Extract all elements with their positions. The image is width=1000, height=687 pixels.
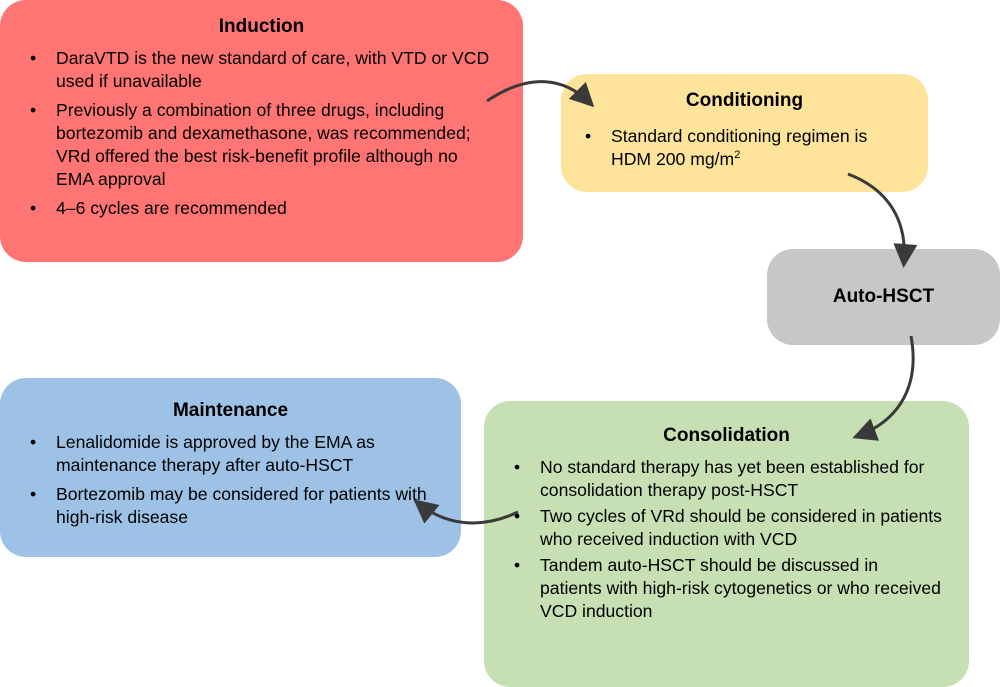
consolidation-bullet: •Tandem auto-HSCT should be discussed in… <box>514 555 941 621</box>
arrow-autohsct-to-consolidation <box>852 335 915 441</box>
superscript: 2 <box>734 149 741 162</box>
induction-list: •DaraVTD is the new standard of care, wi… <box>26 47 497 220</box>
conditioning-box: Conditioning •Standard conditioning regi… <box>561 74 928 192</box>
bullet-icon: • <box>514 555 521 575</box>
bullet-icon: • <box>30 48 37 68</box>
consolidation-bullet: •No standard therapy has yet been establ… <box>514 457 925 500</box>
induction-title: Induction <box>218 16 305 37</box>
induction-box: Induction •DaraVTD is the new standard o… <box>0 0 523 262</box>
maintenance-box: Maintenance •Lenalidomide is approved by… <box>0 378 461 557</box>
conditioning-bullet: •Standard conditioning regimen is HDM 20… <box>585 126 868 169</box>
consolidation-bullet: •Two cycles of VRd should be considered … <box>514 506 942 549</box>
bullet-icon: • <box>514 457 521 477</box>
induction-bullet: •4–6 cycles are recommended <box>30 198 287 218</box>
arrow-consolidation-to-maintenance <box>413 499 519 525</box>
autohsct-title: Auto-HSCT <box>832 286 935 307</box>
bullet-icon: • <box>30 432 37 452</box>
maintenance-bullet: •Lenalidomide is approved by the EMA as … <box>30 432 375 475</box>
conditioning-list: •Standard conditioning regimen is HDM 20… <box>581 125 908 171</box>
induction-bullet: •DaraVTD is the new standard of care, wi… <box>30 48 490 91</box>
arrow-induction-to-conditioning <box>486 80 595 108</box>
bullet-icon: • <box>30 198 37 218</box>
induction-bullet: •Previously a combination of three drugs… <box>30 100 471 189</box>
arrow-conditioning-to-autohsct <box>847 172 918 268</box>
consolidation-list: •No standard therapy has yet been establ… <box>510 456 943 623</box>
bullet-icon: • <box>585 126 592 146</box>
bullet-icon: • <box>30 100 37 120</box>
consolidation-title: Consolidation <box>663 425 790 446</box>
conditioning-title: Conditioning <box>685 90 804 111</box>
maintenance-bullet: •Bortezomib may be considered for patien… <box>30 484 427 527</box>
bullet-icon: • <box>514 506 521 526</box>
bullet-icon: • <box>30 484 37 504</box>
maintenance-list: •Lenalidomide is approved by the EMA as … <box>26 431 435 529</box>
maintenance-title: Maintenance <box>172 400 289 421</box>
autohsct-box: Auto-HSCT <box>767 249 1000 345</box>
consolidation-box: Consolidation •No standard therapy has y… <box>484 401 969 687</box>
